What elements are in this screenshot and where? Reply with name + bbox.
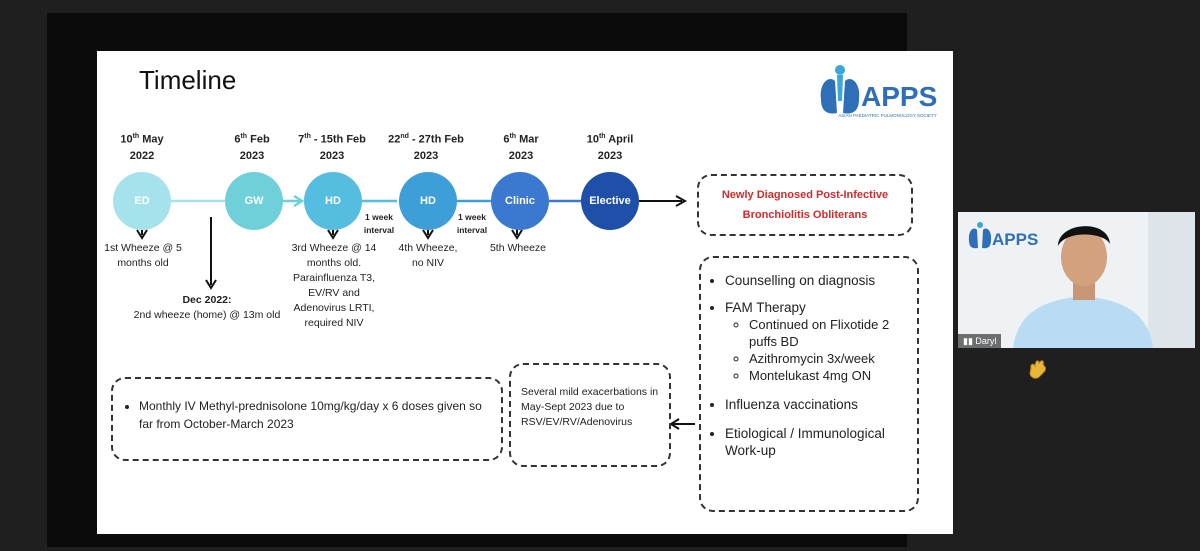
shared-screen: Timeline APPS ASIAN PAEDIATRIC PULMONOLO… — [47, 13, 953, 547]
event-3: 3rd Wheeze @ 14 months old. Parainfluenz… — [291, 242, 377, 329]
node-hd-2: HD — [399, 172, 457, 230]
fam-item-1: Continued on Flixotide 2 puffs BD — [749, 316, 909, 350]
care-counselling: Counselling on diagnosis — [725, 272, 909, 289]
interval-label-1: 1 week interval — [363, 212, 395, 235]
svg-text:APPS: APPS — [861, 81, 937, 112]
diagnosis-box: Newly Diagnosed Post-Infective Bronchiol… — [697, 174, 913, 236]
node-elective: Elective — [581, 172, 639, 230]
steroid-box: Monthly IV Methyl-prednisolone 10mg/kg/d… — [111, 377, 503, 461]
diagnosis-text: Newly Diagnosed Post-Infective Bronchiol… — [721, 189, 889, 221]
interval-label-2: 1 week interval — [456, 212, 488, 235]
exacerbations-box: Several mild exacerbations in May-Sept 2… — [509, 363, 671, 467]
presentation-slide: Timeline APPS ASIAN PAEDIATRIC PULMONOLO… — [97, 51, 953, 534]
svg-text:APPS: APPS — [992, 230, 1038, 249]
fam-item-2: Azithromycin 3x/week — [749, 350, 909, 367]
node-clinic: Clinic — [491, 172, 549, 230]
event-1: 1st Wheeze @ 5 months old — [104, 242, 182, 269]
logo-subtext: ASIAN PAEDIATRIC PULMONOLOGY SOCIETY — [838, 113, 937, 118]
signal-bars-icon: ▮▮ — [963, 336, 973, 346]
participant-logo: APPS — [966, 220, 1046, 254]
event-4: 4th Wheeze, no NIV — [398, 242, 458, 269]
participant-name-tag: ▮▮ Daryl — [958, 334, 1002, 348]
clapping-hands-icon — [1026, 358, 1048, 380]
event-2: Dec 2022:2nd wheeze (home) @ 13m old — [133, 294, 281, 321]
node-gw: GW — [225, 172, 283, 230]
lungs-icon — [968, 222, 992, 249]
care-fam-therapy: FAM Therapy Continued on Flixotide 2 puf… — [725, 299, 909, 384]
steroid-text: Monthly IV Methyl-prednisolone 10mg/kg/d… — [139, 397, 489, 433]
care-influenza: Influenza vaccinations — [725, 396, 909, 413]
timeline-connectors — [136, 194, 695, 430]
event-5: 5th Wheeze — [489, 242, 547, 254]
slide-title: Timeline — [139, 65, 237, 95]
care-plan-box: Counselling on diagnosis FAM Therapy Con… — [699, 256, 919, 512]
care-workup: Etiological / Immunological Work-up — [725, 425, 909, 459]
participant-video — [958, 212, 1195, 348]
participant-video-tile[interactable]: APPS ▮▮ Daryl — [958, 212, 1195, 348]
participant-name: Daryl — [975, 336, 997, 346]
node-hd-1: HD — [304, 172, 362, 230]
fam-item-3: Montelukast 4mg ON — [749, 367, 909, 384]
node-ed: ED — [113, 172, 171, 230]
apps-logo: APPS ASIAN PAEDIATRIC PULMONOLOGY SOCIET… — [815, 61, 950, 126]
lungs-icon — [820, 65, 860, 114]
